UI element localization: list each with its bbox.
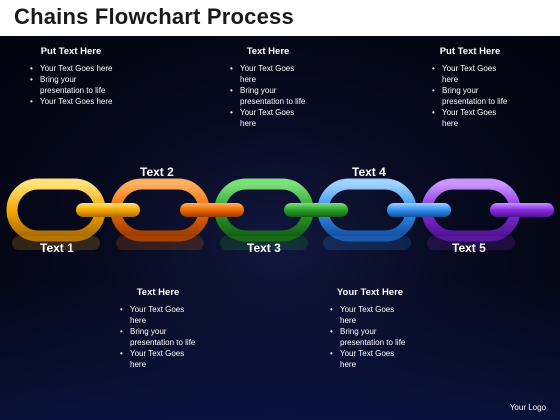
bullet-item: Your Text Goes here (30, 63, 114, 74)
logo-placeholder: Your Logo (509, 403, 546, 412)
block-heading: Put Text Here (439, 46, 501, 57)
bullet-item: Your Text Goes here (120, 304, 198, 326)
chain-connector-3 (284, 203, 348, 217)
panel-gradient-band (0, 280, 560, 420)
top-text-block-1: Put Text Here Your Text Goes here Bring … (28, 46, 114, 107)
bullet-item: Bring your presentation to life (330, 326, 412, 348)
chain-connector-1 (76, 203, 140, 217)
block-heading: Your Text Here (336, 287, 404, 298)
bullet-item: Your Text Goes here (30, 96, 114, 107)
chain-label-5: Text 5 (452, 241, 486, 255)
bullet-item: Your Text Goes here (230, 107, 308, 129)
bullet-item: Your Text Goes here (230, 63, 308, 85)
bullet-item: Bring your presentation to life (230, 85, 308, 107)
chain-label-3: Text 3 (247, 241, 281, 255)
bullet-item: Your Text Goes here (432, 107, 510, 129)
bottom-text-block-1: Text Here Your Text Goes here Bring your… (118, 287, 198, 370)
bullet-item: Your Text Goes here (330, 304, 412, 326)
bullet-item: Your Text Goes here (120, 348, 198, 370)
bullet-item: Your Text Goes here (432, 63, 510, 85)
chain-connector-5 (490, 203, 554, 217)
chain-reflection (12, 236, 515, 250)
top-text-block-3: Put Text Here Your Text Goes here Bring … (430, 46, 510, 129)
chain-label-2: Text 2 (140, 165, 174, 179)
bullet-item: Bring your presentation to life (30, 74, 114, 96)
chain-connector-2 (180, 203, 244, 217)
block-heading: Put Text Here (40, 46, 102, 57)
bottom-text-block-2: Your Text Here Your Text Goes here Bring… (328, 287, 412, 370)
block-heading: Text Here (246, 46, 290, 57)
chain-label-4: Text 4 (352, 165, 386, 179)
page-title: Chains Flowchart Process (14, 4, 294, 29)
bullet-item: Bring your presentation to life (432, 85, 510, 107)
chain-label-1: Text 1 (40, 241, 74, 255)
block-heading: Text Here (136, 287, 180, 298)
bullet-item: Your Text Goes here (330, 348, 412, 370)
bullet-item: Bring your presentation to life (120, 326, 198, 348)
chain-connector-4 (387, 203, 451, 217)
top-text-block-2: Text Here Your Text Goes here Bring your… (228, 46, 308, 129)
